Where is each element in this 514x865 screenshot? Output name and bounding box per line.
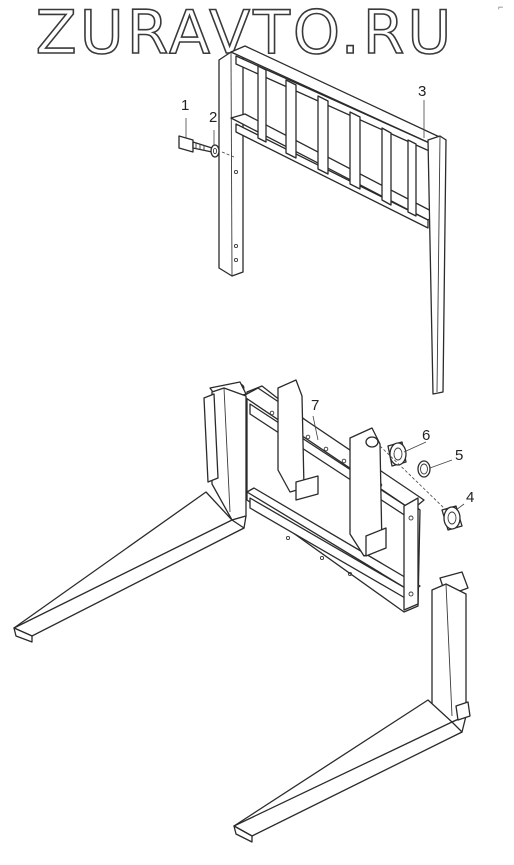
fork-carriage bbox=[242, 379, 425, 613]
retaining-ring bbox=[417, 460, 431, 478]
end-cap bbox=[441, 505, 463, 531]
callout-5: 5 bbox=[455, 447, 464, 464]
callout-2: 2 bbox=[209, 109, 218, 126]
bolt bbox=[178, 135, 213, 153]
corner-mark: ⌐ bbox=[498, 2, 504, 12]
washer bbox=[210, 144, 220, 158]
bushing bbox=[387, 441, 407, 467]
callout-leaders bbox=[185, 100, 465, 511]
callout-6: 6 bbox=[422, 427, 431, 444]
callout-1: 1 bbox=[181, 97, 190, 114]
fork-left bbox=[13, 381, 247, 643]
callout-4: 4 bbox=[466, 489, 475, 506]
callout-7: 7 bbox=[311, 397, 320, 414]
load-backrest bbox=[218, 45, 447, 395]
callout-3: 3 bbox=[418, 83, 427, 100]
fork-right bbox=[233, 571, 471, 843]
